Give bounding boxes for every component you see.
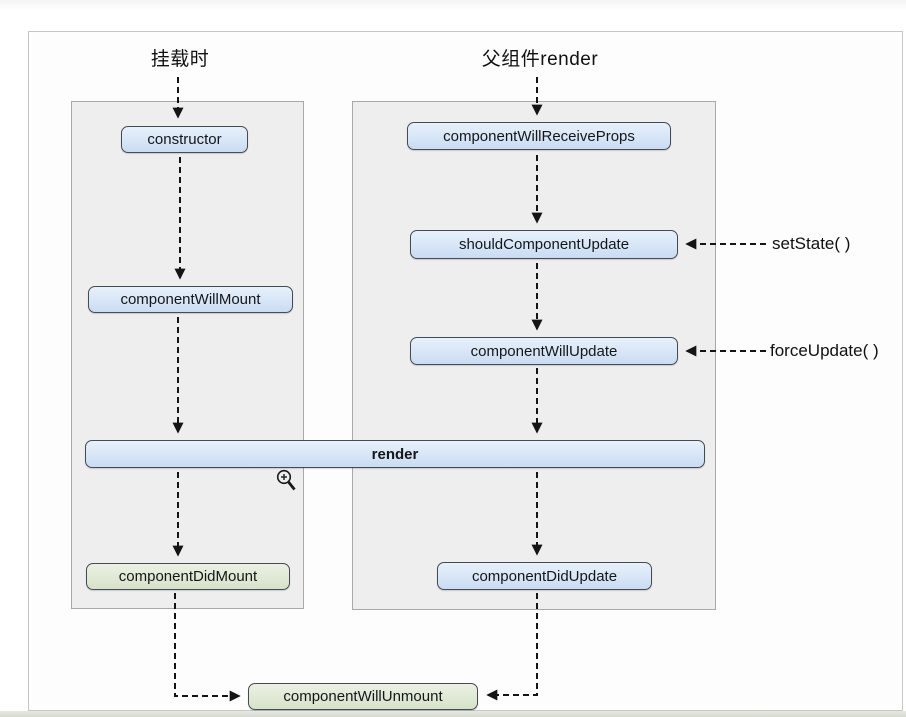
node-component-will-mount: componentWillMount — [88, 286, 293, 313]
parent-render-lane-header: 父组件render — [481, 49, 599, 70]
node-component-did-update: componentDidUpdate — [437, 562, 652, 590]
mount-lane-header: 挂载时 — [150, 49, 210, 70]
node-component-will-receive-props: componentWillReceiveProps — [407, 122, 671, 150]
node-component-will-unmount: componentWillUnmount — [248, 683, 478, 710]
node-constructor: constructor — [121, 126, 248, 153]
bottom-edge-strip — [0, 711, 906, 717]
node-component-will-update: componentWillUpdate — [410, 337, 678, 365]
node-should-component-update: shouldComponentUpdate — [410, 230, 678, 259]
top-fade-strip — [0, 0, 906, 10]
annotation-set-state: setState( ) — [772, 234, 851, 253]
mount-lane-panel — [71, 101, 304, 609]
node-render: render — [85, 440, 705, 468]
annotation-force-update: forceUpdate( ) — [770, 341, 879, 360]
node-component-did-mount: componentDidMount — [86, 563, 290, 590]
